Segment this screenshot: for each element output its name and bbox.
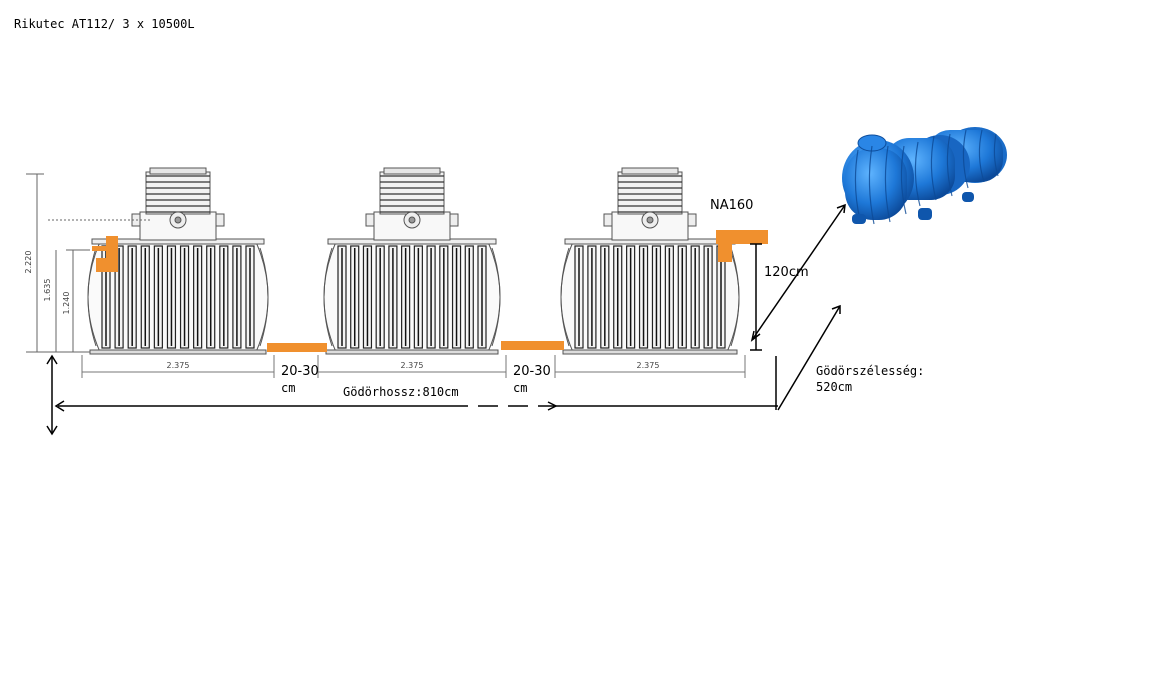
depth-label: 120cm (764, 265, 809, 280)
pit-length-label: Gödörhossz:810cm (343, 385, 459, 399)
tank-length-label-2: 2.375 (401, 361, 424, 370)
tank-1 (87, 167, 269, 355)
pit-width-label-bottom: 520cm (816, 380, 853, 394)
tank-length-label-1: 2.375 (167, 361, 190, 370)
blue-tank-image (842, 127, 1007, 225)
height-mid-label: 1.635 (43, 279, 52, 302)
height-total-label: 2.220 (24, 251, 33, 274)
inlet-pipe (92, 236, 118, 272)
length-dimensions (81, 355, 746, 378)
outlet-pipe-na160 (716, 230, 768, 262)
connector-pipe-1 (267, 343, 327, 352)
pit-width-diagonal-arrows (750, 203, 846, 411)
pit-width-label-top: Gödörszélesség: (816, 364, 925, 378)
connector-pipe-2 (501, 341, 564, 350)
left-vertical-arrow (46, 354, 58, 436)
tank-length-label-3: 2.375 (637, 361, 660, 370)
tank-3 (560, 167, 740, 355)
gap-1-label-bottom: cm (281, 381, 296, 395)
tank-2 (323, 167, 501, 355)
depth-bracket (750, 243, 762, 351)
gap-1-label-top: 20-30 (281, 364, 319, 379)
gap-2-label-top: 20-30 (513, 364, 551, 379)
diagram-title: Rikutec AT112/ 3 x 10500L (14, 17, 195, 31)
pit-length-arrow (54, 356, 778, 412)
gap-2-label-bottom: cm (513, 381, 528, 395)
height-body-label: 1.240 (62, 292, 71, 315)
height-dimensions (26, 173, 150, 353)
pipe-label: NA160 (710, 198, 754, 213)
tank-drawings (87, 167, 740, 355)
